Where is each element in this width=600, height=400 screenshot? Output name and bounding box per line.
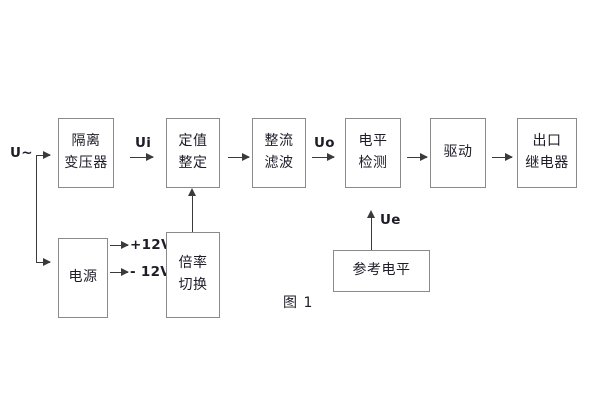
- setting-value-line2: 整定: [178, 155, 208, 171]
- signal-label-ui: Ui: [135, 135, 152, 151]
- reference-level-line1: 参考电平: [352, 262, 411, 279]
- wire-rectify-to-level-detect: [312, 151, 335, 162]
- block-drive[interactable]: 驱动: [430, 118, 486, 188]
- input-source-label: U~: [10, 145, 33, 161]
- wire-rail-positive: [110, 239, 129, 250]
- level-detect-line2: 检测: [358, 155, 388, 171]
- wire-input-to-isolation-transformer: [36, 149, 51, 160]
- wire-drive-to-output-relay: [492, 151, 513, 162]
- block-output-relay[interactable]: 出口 继电器: [517, 118, 577, 188]
- drive-line1: 驱动: [443, 144, 473, 161]
- wire-isolation-to-setting: [130, 151, 154, 162]
- block-power-supply[interactable]: 电源: [58, 238, 108, 318]
- wire-reference-to-level-detect: [365, 210, 376, 250]
- block-reference-level[interactable]: 参考电平: [333, 250, 430, 292]
- block-rectify-filter[interactable]: 整流 滤波: [252, 118, 306, 188]
- isolation-transformer-line2: 变压器: [64, 155, 108, 171]
- rail-negative-label: - 12V: [130, 264, 172, 280]
- multiplier-switch-line2: 切换: [178, 277, 208, 293]
- signal-label-uo: Uo: [314, 135, 335, 151]
- setting-value-line1: 定值: [178, 133, 208, 150]
- input-trunk-wire: [36, 155, 38, 263]
- output-relay-line1: 出口: [532, 133, 562, 150]
- wire-multiplier-to-setting: [186, 188, 197, 232]
- wire-input-to-power-supply: [36, 256, 51, 267]
- block-multiplier-switch[interactable]: 倍率 切换: [166, 232, 220, 318]
- rectify-filter-line1: 整流: [264, 133, 294, 150]
- block-isolation-transformer[interactable]: 隔离 变压器: [58, 118, 114, 188]
- wire-setting-to-rectify: [228, 151, 250, 162]
- multiplier-switch-line1: 倍率: [178, 255, 208, 272]
- isolation-transformer-line1: 隔离: [71, 133, 101, 150]
- block-setting-value[interactable]: 定值 整定: [166, 118, 220, 188]
- wire-rail-negative: [110, 266, 129, 277]
- block-level-detect[interactable]: 电平 检测: [345, 118, 401, 188]
- figure-caption: 图 1: [283, 295, 314, 311]
- level-detect-line1: 电平: [358, 133, 388, 150]
- rectify-filter-line2: 滤波: [264, 155, 294, 171]
- output-relay-line2: 继电器: [525, 155, 569, 171]
- power-supply-line1: 电源: [68, 269, 98, 286]
- rail-positive-label: +12V: [130, 237, 172, 253]
- signal-label-ue: Ue: [380, 212, 401, 228]
- wire-level-detect-to-drive: [407, 151, 428, 162]
